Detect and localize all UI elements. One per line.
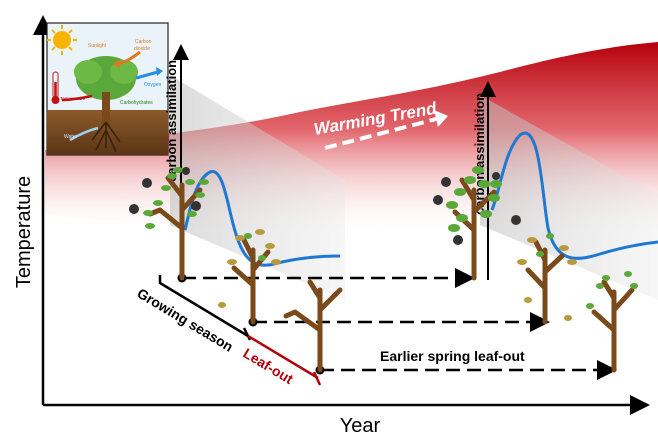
photosynthesis-inset: Sunlight Carbon dioxide Oxygen Temperatu… [46, 22, 169, 156]
warming-trend-arrowhead [434, 110, 448, 127]
earlier-spring-label: Earlier spring leaf-out [380, 348, 525, 364]
inset-water-label: Water [64, 134, 77, 140]
inset-carbon-label: Carbon [135, 39, 152, 45]
warming-trend-arrow [324, 116, 441, 150]
temperature-arrow-icon [61, 94, 93, 102]
tree-autumn-right [517, 233, 577, 325]
inset-sunlight-label: Sunlight [88, 43, 107, 49]
tree-summer-right [433, 166, 521, 281]
co2-molecules-icon [129, 167, 201, 214]
y-axis-label: Temperature [13, 176, 35, 288]
inset-tree-trunk [102, 92, 110, 124]
sun-icon [53, 31, 71, 49]
left-panel-shade [170, 75, 345, 300]
co2-arrow-icon [117, 50, 141, 66]
tree-bare-left [283, 279, 343, 373]
leaf-out-label: Leaf-out [240, 345, 296, 387]
sun-rays-icon [47, 25, 77, 55]
co2-molecules-right-icon [433, 172, 521, 245]
left-assimilation-label: carbon assimilation [164, 60, 179, 182]
inset-carbohydrates-label: Carbohydrates [120, 100, 153, 106]
inset-tree-roots [91, 121, 121, 153]
right-assimilation-curve [490, 131, 658, 260]
inset-oxygen-label: Oxygen [144, 82, 161, 88]
oxygen-arrow-icon [135, 70, 159, 80]
tree-autumn-left [218, 229, 281, 325]
inset-dioxide-label: dioxide [134, 46, 150, 52]
tree-spring-right [586, 271, 638, 373]
leaf-out-bracket [247, 334, 322, 386]
inset-temperature-label: Temperature [60, 96, 86, 101]
tree-summer-left [129, 167, 209, 281]
x-axis-label: Year [340, 415, 381, 436]
water-arrow-icon [69, 126, 99, 142]
